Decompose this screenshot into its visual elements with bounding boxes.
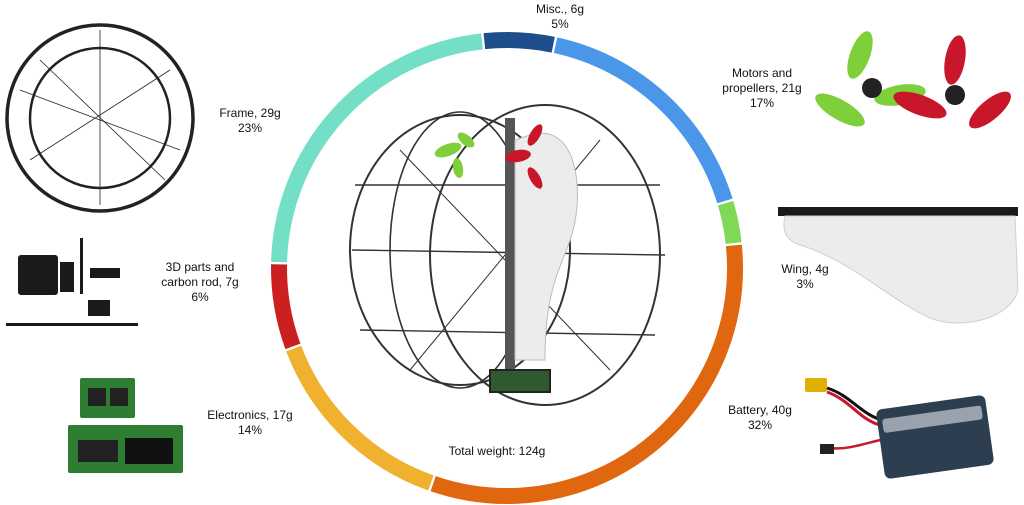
label-electronics-percent: 14% xyxy=(237,423,263,437)
label-electronics-name: Electronics, 17g xyxy=(207,408,293,422)
donut-slice-1 xyxy=(553,37,733,204)
electronics-illustration xyxy=(68,378,183,473)
label-frame: Frame, 29g 23% xyxy=(210,106,290,136)
donut-slice-4 xyxy=(286,345,434,491)
donut-slice-2 xyxy=(717,200,742,244)
donut-slice-5 xyxy=(271,264,301,350)
label-misc-name: Misc., 6g xyxy=(535,2,584,16)
label-motors-name-2: propellers, 21g xyxy=(722,81,802,95)
motors-illustration xyxy=(815,31,1011,129)
label-frame-percent: 23% xyxy=(237,121,263,135)
label-motors-percent: 17% xyxy=(749,96,775,110)
label-parts-name-2: carbon rod, 7g xyxy=(161,275,239,289)
label-battery: Battery, 40g 32% xyxy=(710,403,810,433)
label-wing-name: Wing, 4g xyxy=(781,262,829,276)
total-weight-label: Total weight: 124g xyxy=(449,444,546,458)
label-misc: Misc., 6g 5% xyxy=(530,2,590,32)
label-wing: Wing, 4g 3% xyxy=(770,262,840,292)
label-motors-name-1: Motors and xyxy=(731,66,793,80)
drone-red-propeller xyxy=(505,124,543,189)
label-parts-percent: 6% xyxy=(191,290,209,304)
label-misc-percent: 5% xyxy=(551,17,569,31)
frame-illustration xyxy=(5,23,195,213)
drone-green-propeller xyxy=(434,132,475,178)
drone-illustration xyxy=(349,104,666,406)
donut-slice-3 xyxy=(430,244,743,504)
parts-illustration xyxy=(6,238,138,326)
label-battery-name: Battery, 40g xyxy=(728,403,792,417)
label-parts: 3D parts and carbon rod, 7g 6% xyxy=(150,260,250,305)
label-frame-name: Frame, 29g xyxy=(219,106,281,120)
donut-slice-6 xyxy=(271,33,483,263)
label-electronics: Electronics, 17g 14% xyxy=(195,408,305,438)
label-battery-percent: 32% xyxy=(747,418,773,432)
donut-slice-0 xyxy=(483,32,555,53)
battery-illustration xyxy=(805,378,994,479)
weight-donut-chart xyxy=(271,32,743,504)
label-motors: Motors and propellers, 21g 17% xyxy=(712,66,812,111)
label-wing-percent: 3% xyxy=(796,277,814,291)
label-parts-name-1: 3D parts and xyxy=(165,260,235,274)
wing-illustration xyxy=(778,207,1019,324)
